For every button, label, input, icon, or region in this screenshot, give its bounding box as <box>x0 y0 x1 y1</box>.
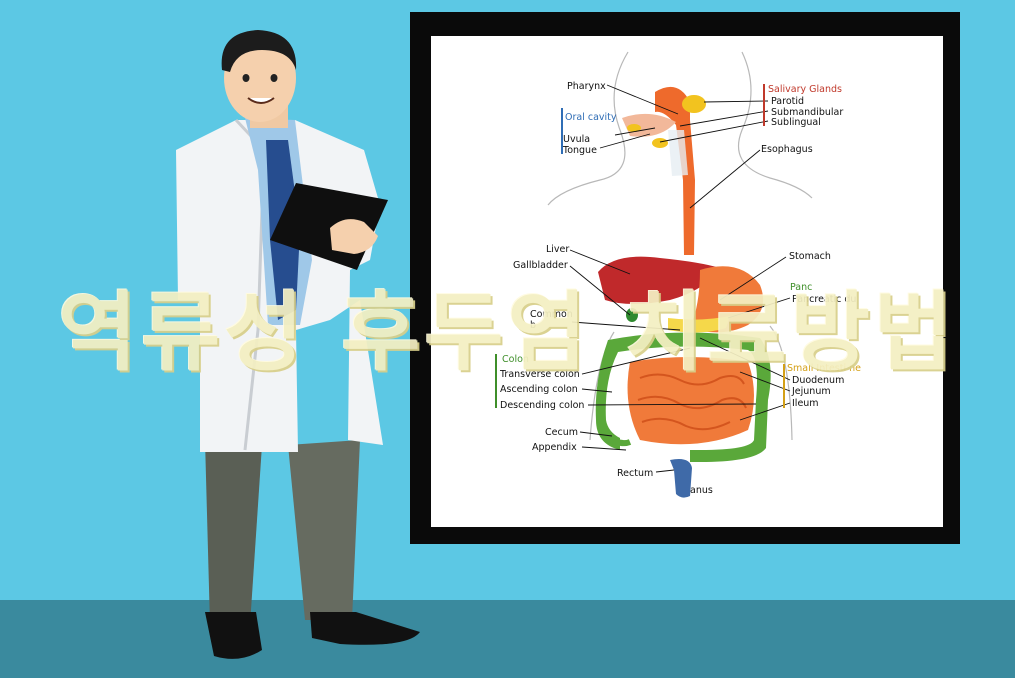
label-submandibular: Submandibular <box>771 107 843 118</box>
label-gallbladder: Gallbladder <box>513 260 568 271</box>
label-jejunum: Jejunum <box>791 386 831 397</box>
left-leg <box>205 440 262 625</box>
gallbladder-shape <box>626 308 638 322</box>
hand <box>330 219 378 254</box>
label-stomach: Stomach <box>789 251 831 262</box>
doctor-illustration <box>176 30 420 659</box>
stomach-shape <box>690 266 764 333</box>
parotid-shape <box>682 95 706 113</box>
label-salivary-glands: Salivary Glands <box>768 84 842 95</box>
label-oral-cavity: Oral cavity <box>565 112 617 123</box>
left-shoe <box>205 612 262 659</box>
body-outline <box>547 51 813 441</box>
leader-lines <box>569 84 791 473</box>
page-title: 역류성 후두염 치료방법 <box>57 283 958 383</box>
floor <box>0 600 1015 678</box>
label-sublingual: Sublingual <box>771 117 821 128</box>
label-cecum: Cecum <box>545 427 578 438</box>
face <box>224 34 296 122</box>
label-pancreas: Panc <box>790 282 812 293</box>
esophagus-shape <box>655 86 695 255</box>
hair <box>221 30 297 72</box>
label-duodenum: Duodenum <box>792 375 844 386</box>
label-liver: Liver <box>546 244 569 255</box>
label-descending-colon: Descending colon <box>500 400 584 411</box>
liver-shape <box>598 256 720 304</box>
digestive-system-diagram: Pharynx Oral cavity Uvula Tongue Salivar… <box>495 51 861 498</box>
colon-shape <box>595 332 771 462</box>
label-esophagus: Esophagus <box>761 144 813 155</box>
label-common-bile-1: Common <box>530 309 573 320</box>
label-ascending-colon: Ascending colon <box>500 384 578 395</box>
label-pharynx: Pharynx <box>567 81 606 92</box>
label-small-intestine: Small Intesti ne <box>787 363 861 374</box>
right-leg <box>288 440 360 620</box>
label-uvula: Uvula <box>563 134 590 145</box>
label-colon: Colon <box>502 354 529 365</box>
right-shoe <box>310 612 420 645</box>
label-common-bile-2: b <box>530 320 536 331</box>
label-pancreatic-duct: Pancreatic du <box>792 294 856 305</box>
label-ileum: Ileum <box>792 398 819 409</box>
label-transverse-colon: Transverse colon <box>499 369 580 380</box>
label-appendix: Appendix <box>532 442 577 453</box>
label-anus: anus <box>690 485 713 496</box>
rectum-shape <box>670 459 692 498</box>
pancreas-shape <box>668 316 730 333</box>
small-intestine-shape <box>627 357 754 445</box>
label-rectum: Rectum <box>617 468 653 479</box>
label-tongue: Tongue <box>562 145 597 156</box>
label-parotid: Parotid <box>771 96 804 107</box>
